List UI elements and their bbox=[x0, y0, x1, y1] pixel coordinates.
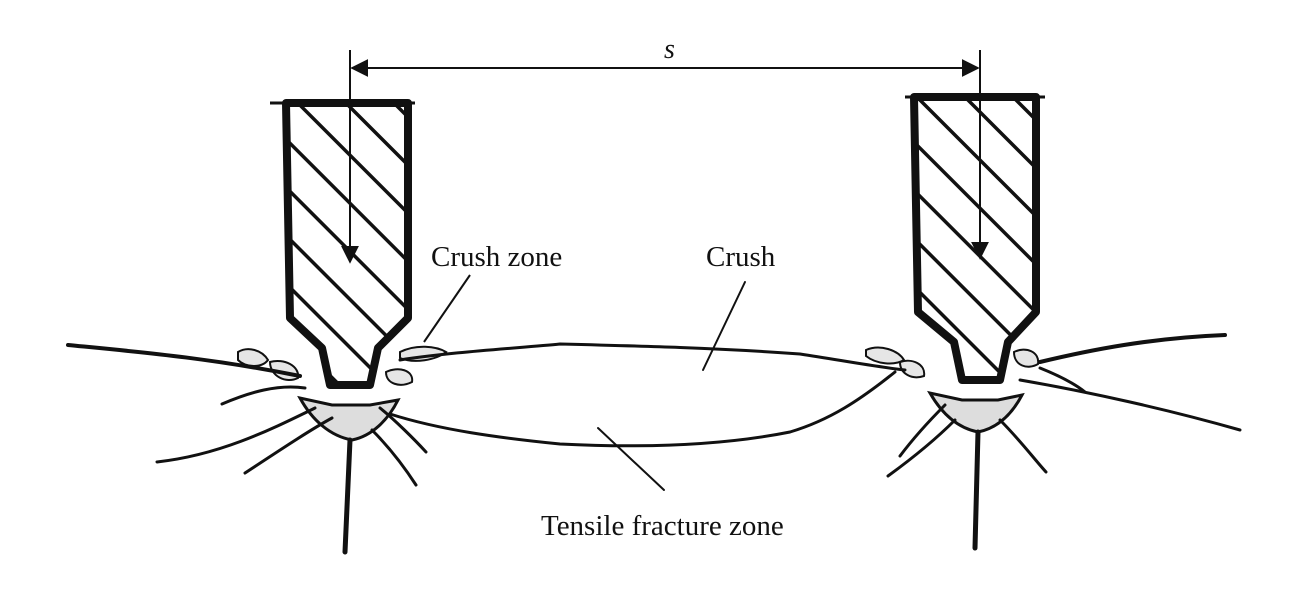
crush-zone-leader bbox=[423, 274, 471, 343]
crack-right-lower bbox=[998, 418, 1048, 474]
crack-left-median bbox=[342, 437, 353, 555]
crush-label: Crush bbox=[706, 241, 776, 273]
tensile-leader bbox=[597, 427, 665, 491]
tensile-fracture-zone-label: Tensile fracture zone bbox=[541, 510, 784, 542]
crack-left-lateral-r2 bbox=[378, 406, 428, 454]
fracture-lines bbox=[66, 281, 1242, 555]
crush-leader bbox=[702, 281, 746, 371]
crush-boundary-upper bbox=[398, 342, 907, 372]
spacing-label: s bbox=[664, 34, 675, 65]
crack-left-upper bbox=[66, 343, 302, 378]
crush-zone-label: Crush zone bbox=[431, 241, 563, 273]
tensile-boundary-lower bbox=[388, 370, 897, 448]
crack-right-upper bbox=[1038, 333, 1227, 364]
crack-right-left-low bbox=[898, 403, 947, 458]
right-indenter bbox=[905, 93, 1045, 384]
crack-right-mid2 bbox=[1038, 366, 1087, 394]
crack-left-lower bbox=[155, 406, 317, 464]
spacing-dimension bbox=[349, 50, 981, 103]
crack-left-lateral-r1 bbox=[370, 428, 418, 487]
crack-right-median bbox=[972, 429, 981, 551]
crack-right-left-diag bbox=[886, 418, 957, 478]
crack-right-mid bbox=[1018, 378, 1242, 432]
indenter-body bbox=[910, 93, 1040, 384]
crack-left-diag bbox=[243, 416, 334, 475]
indenter-body bbox=[282, 99, 412, 389]
left-indenter bbox=[270, 99, 415, 389]
crush-zone-outline bbox=[297, 395, 401, 442]
crush-zone-outline bbox=[927, 390, 1025, 434]
crack-left-mid bbox=[220, 385, 307, 406]
right-crush-zone bbox=[865, 346, 1040, 434]
